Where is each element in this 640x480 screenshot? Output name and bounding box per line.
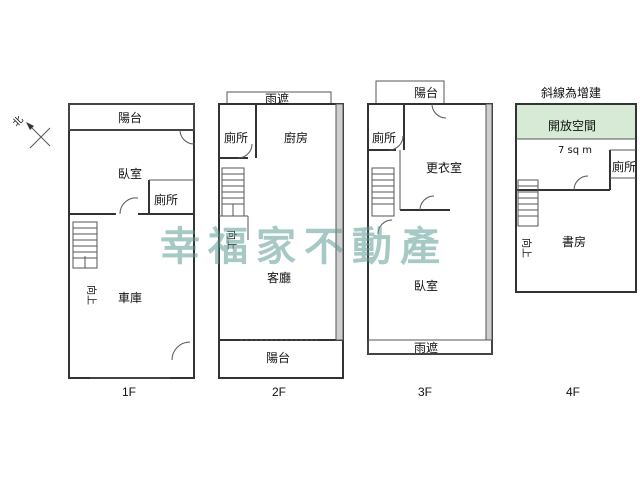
- 1f-toilet: 廁所: [154, 192, 178, 207]
- 4f-stair-label: 向上: [520, 238, 533, 258]
- floor-1f-label: 1F: [122, 385, 136, 399]
- floor-4f-label: 4F: [566, 385, 580, 399]
- stair-3f: [371, 167, 395, 217]
- stair-2f: [221, 167, 245, 217]
- 1f-stair-label: 向上: [85, 285, 98, 305]
- extension-note: 斜線為增建: [541, 85, 601, 100]
- 2f-balcony: 陽台: [266, 350, 290, 365]
- 1f-bedroom: 臥室: [118, 166, 142, 181]
- 3f-toilet: 廁所: [372, 130, 396, 145]
- stair-4f: [517, 179, 539, 227]
- floor-2f-label: 2F: [272, 385, 286, 399]
- extension-area: [517, 105, 635, 139]
- 2f-awning: 雨遮: [265, 91, 289, 106]
- watermark: 幸福家不動產: [160, 224, 448, 270]
- 3f-dressing: 更衣室: [426, 160, 462, 175]
- 4f-area: 7 sq m: [558, 145, 592, 156]
- 4f-toilet: 廁所: [612, 159, 636, 174]
- floor-3f: 陽台 廁所 更衣室 臥室 雨遮: [367, 80, 493, 355]
- 2f-kitchen: 廚房: [284, 130, 308, 145]
- 1f-balcony: 陽台: [118, 110, 142, 125]
- 1f-garage: 車庫: [118, 291, 142, 305]
- floor-2f: 雨遮 廁所 廚房 客廳 陽台 向上: [218, 91, 344, 379]
- 3f-balcony: 陽台: [414, 85, 438, 100]
- 3f-awning: 雨遮: [414, 340, 438, 355]
- floor-3f-label: 3F: [418, 385, 432, 399]
- stair-1f: [72, 221, 98, 269]
- 2f-stair-label: 向上: [225, 230, 238, 250]
- north-label: 北: [10, 114, 26, 130]
- 3f-bedroom: 臥室: [414, 278, 438, 293]
- 4f-study: 書房: [562, 234, 586, 249]
- north-arrow-icon: [26, 122, 51, 149]
- floor-1f: 陽台 臥室 廁所 車庫 向上: [68, 103, 195, 379]
- 2f-living: 客廳: [267, 270, 291, 285]
- 4f-open-space: 開放空間: [548, 118, 596, 133]
- floor-4f: 斜線為增建 開放空間 7 sq m 廁所 書房 向上: [515, 85, 637, 293]
- 2f-toilet: 廁所: [224, 130, 248, 145]
